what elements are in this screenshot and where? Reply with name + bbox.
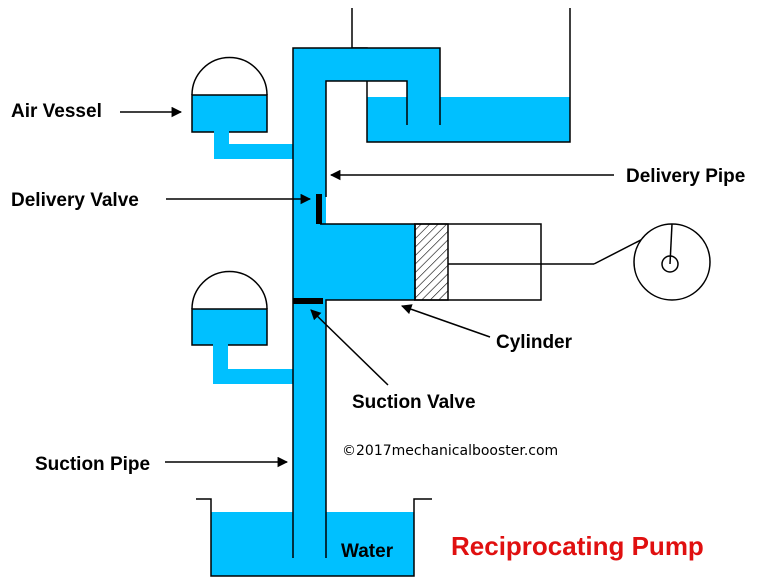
label-delivery-pipe: Delivery Pipe [626, 166, 745, 187]
suction-valve [293, 298, 323, 304]
diagram-title: Reciprocating Pump [451, 531, 704, 561]
label-delivery-valve: Delivery Valve [11, 190, 139, 211]
delivery-valve [316, 194, 322, 224]
suction-valve-arrow [310, 309, 389, 386]
label-suction-valve: Suction Valve [352, 392, 476, 413]
upper-air-vessel [191, 56, 294, 159]
label-air-vessel: Air Vessel [11, 101, 102, 122]
cylinder [414, 223, 711, 301]
piston [414, 223, 449, 301]
delivery-tank [351, 8, 571, 143]
sump-tank [196, 498, 432, 577]
copyright-text: ©2017mechanicalbooster.com [342, 443, 558, 459]
label-cylinder: Cylinder [496, 332, 573, 353]
label-water: Water [341, 541, 394, 562]
lower-air-vessel [191, 270, 294, 384]
cylinder-arrow [401, 304, 491, 338]
label-suction-pipe: Suction Pipe [35, 454, 150, 475]
